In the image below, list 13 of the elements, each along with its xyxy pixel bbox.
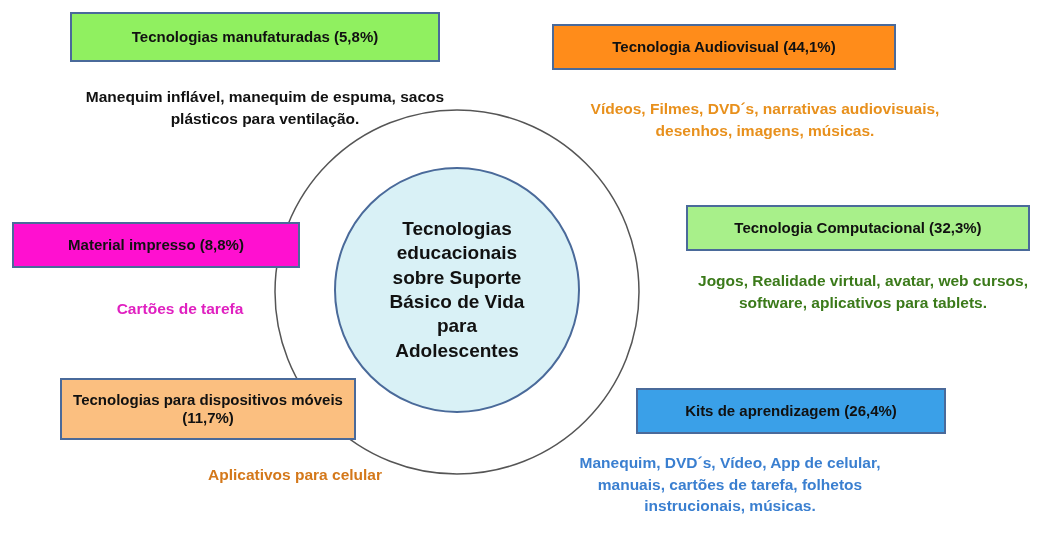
description-text: Vídeos, Filmes, DVD´s, narrativas audiovisuais, desenhos, imagens, músicas.	[589, 99, 941, 141]
category-box: Kits de aprendizagem (26,4%)	[636, 388, 946, 434]
description-text: Manequim, DVD´s, Vídeo, App de celular, manuais, cartões de tarefa, folhetos instrucionais, músicas.	[578, 453, 882, 517]
category-box: Material impresso (8,8%)	[12, 222, 300, 268]
description-text: Manequim inflável, manequim de espuma, sacos plásticos para ventilação.	[84, 87, 446, 129]
description-text: Aplicativos para celular	[207, 465, 383, 485]
description-text: Jogos, Realidade virtual, avatar, web cursos, software, aplicativos para tablets.	[697, 271, 1029, 313]
center-title: Tecnologias educacionais sobre Suporte Básico de Vida para Adolescentes	[388, 217, 526, 363]
category-box: Tecnologia Computacional (32,3%)	[686, 205, 1030, 251]
category-box: Tecnologia Audiovisual (44,1%)	[552, 24, 896, 70]
description-text: Cartões de tarefa	[115, 299, 245, 319]
category-box: Tecnologias para dispositivos móveis (11,7%)	[60, 378, 356, 440]
category-box: Tecnologias manufaturadas (5,8%)	[70, 12, 440, 62]
